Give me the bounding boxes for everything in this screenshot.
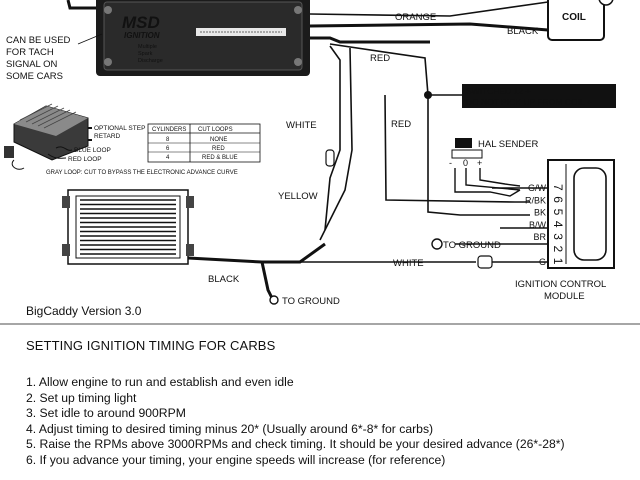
svg-text:-: - — [449, 158, 452, 168]
wire-label-red-mid: RED — [391, 119, 411, 130]
table-cell: NONE — [210, 137, 227, 143]
table-cell: RED — [212, 146, 225, 152]
msd-desc-3: Discharge — [138, 58, 163, 64]
finned-control-box — [62, 189, 194, 265]
svg-text:SOME CARS: SOME CARS — [6, 71, 63, 82]
step-retard-box — [4, 103, 92, 161]
svg-text:SWITCHED 12 +: SWITCHED 12 + — [466, 86, 531, 96]
blue-loop-label: BLUE LOOP — [74, 147, 111, 154]
svg-text:CAN BE USED: CAN BE USED — [6, 35, 71, 46]
module-pin-number: 5 — [551, 209, 565, 216]
module-pin-color: BK — [534, 208, 546, 218]
hal-sender: HAL SENDER - 0 + — [449, 138, 538, 197]
svg-text:DO NOT PICK UP FROM COIL +: DO NOT PICK UP FROM COIL + — [466, 97, 592, 107]
module-pin-number: 1 — [551, 258, 565, 265]
table-cell: 8 — [166, 137, 170, 143]
svg-text:FOR TACH: FOR TACH — [6, 47, 54, 58]
step-retard-label-2: RETARD — [94, 133, 121, 140]
module-pin-number: 7 — [551, 184, 565, 191]
instruction-step: 5. Raise the RPMs above 3000RPMs and che… — [26, 437, 565, 452]
wire-label-orange: ORANGE — [395, 12, 436, 23]
wire-label-black-top: BLACK — [507, 26, 539, 37]
wire-label-black-bottom: BLACK — [208, 274, 240, 285]
ground-label-module: TO GROUND — [443, 240, 501, 251]
module-pin-color: B/W — [529, 220, 547, 230]
version-label: BigCaddy Version 3.0 — [26, 304, 142, 318]
wire-label-red-top: RED — [370, 53, 390, 64]
module-pin-number: 3 — [551, 233, 565, 240]
msd-sub: IGNITION — [124, 31, 160, 40]
hal-sender-label: HAL SENDER — [478, 139, 538, 150]
instruction-step: 3. Set idle to around 900RPM — [26, 406, 186, 421]
msd-desc-2: Spark — [138, 51, 153, 57]
module-pin-color: R/BK — [525, 195, 546, 205]
step-retard-label-1: OPTIONAL STEP — [94, 125, 145, 132]
switched-12v-note: SWITCHED 12 + DO NOT PICK UP FROM COIL + — [462, 84, 616, 108]
svg-text:+: + — [477, 158, 482, 168]
coil: COIL — [547, 0, 614, 41]
coil-label: COIL — [562, 12, 586, 23]
gray-loop-note: GRAY LOOP: CUT TO BYPASS THE ELECTRONIC … — [46, 170, 238, 176]
module-label-2: MODULE — [544, 291, 585, 302]
wire-label-yellow: YELLOW — [278, 191, 318, 202]
svg-text:SIGNAL ON: SIGNAL ON — [6, 59, 58, 70]
table-cell: RED & BLUE — [202, 155, 238, 161]
module-pin-color: G/W — [528, 183, 547, 193]
module-pin-color: BR — [533, 232, 546, 242]
instructions-title: SETTING IGNITION TIMING FOR CARBS — [26, 338, 276, 353]
red-loop-label: RED LOOP — [68, 156, 102, 163]
msd-desc-1: Multiple — [138, 44, 157, 50]
svg-text:0: 0 — [463, 158, 468, 168]
cylinder-table: CYLINDERS CUT LOOPS 8 NONE 6 RED 4 RED &… — [147, 123, 261, 163]
instruction-step: 1. Allow engine to run and establish and… — [26, 375, 294, 389]
timing-instructions: SETTING IGNITION TIMING FOR CARBS 1. All… — [26, 338, 626, 469]
tach-note: CAN BE USED FOR TACH SIGNAL ON SOME CARS — [6, 33, 103, 82]
module-label-1: IGNITION CONTROL — [515, 279, 606, 290]
instruction-step: 6. If you advance your timing, your engi… — [26, 452, 446, 467]
table-cell: 4 — [166, 155, 170, 161]
wiring-diagram: MSD IGNITION Multiple Spark Discharge CA… — [0, 0, 640, 325]
wire-label-white-mid: WHITE — [286, 120, 317, 131]
ground-label-bottom: TO GROUND — [282, 296, 340, 307]
module-pin-number: 4 — [551, 221, 565, 228]
module-pin-number: 6 — [551, 196, 565, 203]
msd-brand: MSD — [122, 13, 160, 32]
instruction-step: 4. Adjust timing to desired timing minus… — [26, 421, 434, 436]
instructions-list: 1. Allow engine to run and establish and… — [26, 375, 626, 469]
module-pin-number: 2 — [551, 246, 565, 253]
table-header-cut-loops: CUT LOOPS — [198, 127, 233, 133]
instruction-step: 2. Set up timing light — [26, 390, 137, 405]
table-cell: 6 — [166, 146, 170, 152]
msd-ignition-box: MSD IGNITION Multiple Spark Discharge — [96, 0, 310, 76]
table-header-cylinders: CYLINDERS — [152, 127, 186, 133]
wire-label-white-bottom: WHITE — [393, 258, 424, 269]
